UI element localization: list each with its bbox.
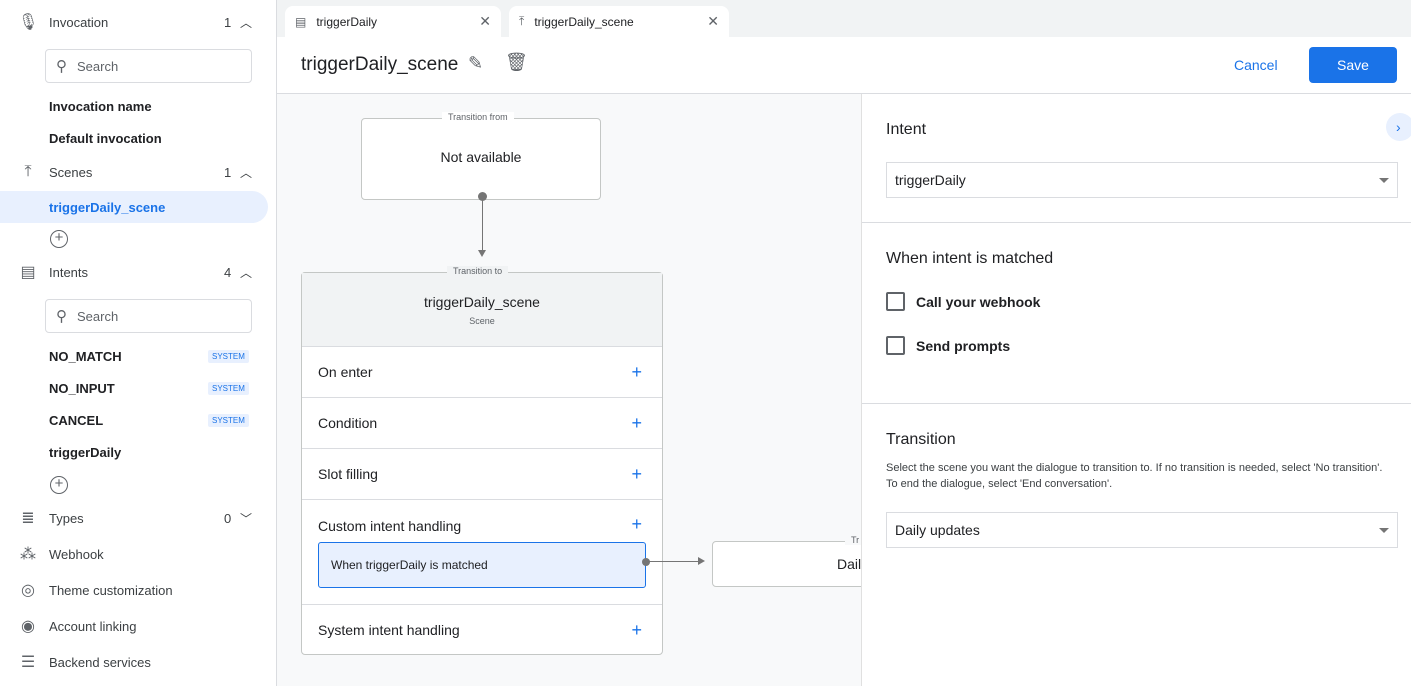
intent-panel: › Intent triggerDaily When intent is mat…	[861, 94, 1411, 686]
transition-select[interactable]: Daily updates	[886, 512, 1398, 548]
header: triggerDaily_scene ✎ 🗑 Cancel Save	[277, 37, 1411, 94]
save-button[interactable]: Save	[1309, 47, 1397, 83]
edit-icon[interactable]: ✎	[468, 53, 484, 73]
connector-dot	[642, 558, 650, 566]
intent-handler-card[interactable]: When triggerDaily is matched	[318, 542, 646, 588]
intents-search-input[interactable]: ⚲Search	[45, 299, 252, 333]
add-icon[interactable]: +	[631, 361, 642, 382]
chevron-right-icon[interactable]: ›	[1386, 113, 1411, 141]
sidebar-item-no-input[interactable]: NO_INPUT	[49, 381, 115, 396]
merge-icon: ⤒	[24, 163, 32, 180]
condition-row[interactable]: Condition+	[302, 397, 662, 448]
search-icon: ⚲	[56, 308, 67, 325]
transition-target-node[interactable]: Tr Dail	[712, 535, 861, 587]
tab-bar: ▤triggerDaily✕ ⤒triggerDaily_scene✕	[277, 0, 1411, 37]
page-title: triggerDaily_scene	[301, 54, 459, 75]
close-icon[interactable]: ✕	[707, 13, 719, 29]
close-icon[interactable]: ✕	[479, 13, 491, 29]
system-badge: SYSTEM	[208, 382, 249, 395]
search-icon: ⚲	[56, 58, 67, 75]
sidebar-item-no-match[interactable]: NO_MATCH	[49, 349, 122, 364]
scene-icon: ⤒	[519, 14, 525, 28]
intent-select[interactable]: triggerDaily	[886, 162, 1398, 198]
sidebar-item-cancel[interactable]: CANCEL	[49, 413, 104, 428]
scene-node: Transition to triggerDaily_scene Scene O…	[301, 266, 663, 655]
on-enter-row[interactable]: On enter+	[302, 346, 662, 397]
scene-canvas: Transition from Not available Transition…	[277, 94, 861, 686]
connector-line	[649, 561, 701, 562]
cancel-button[interactable]: Cancel	[1234, 57, 1278, 73]
sidebar-item-account-linking[interactable]: ◉Account linking	[0, 608, 276, 644]
system-badge: SYSTEM	[208, 414, 249, 427]
sidebar-item-theme[interactable]: ◎Theme customization	[0, 572, 276, 608]
connector-line	[482, 200, 483, 254]
slot-filling-row[interactable]: Slot filling+	[302, 448, 662, 499]
custom-intent-row[interactable]: Custom intent handling+ When triggerDail…	[302, 499, 662, 604]
system-intent-row[interactable]: System intent handling+	[302, 604, 662, 655]
sidebar-item-triggerDaily-scene[interactable]: triggerDaily_scene	[0, 191, 268, 223]
add-intent-icon[interactable]: +	[50, 476, 68, 494]
palette-icon: ◎	[21, 582, 35, 599]
invocation-search-input[interactable]: ⚲Search	[45, 49, 252, 83]
backend-settings-icon: ☰	[20, 654, 36, 671]
arrow-icon	[478, 250, 486, 257]
chevron-up-icon[interactable]: ︿	[240, 165, 253, 180]
webhook-icon: ⁂	[20, 546, 36, 563]
account-icon: ◉	[21, 618, 35, 635]
add-scene-icon[interactable]: +	[50, 230, 68, 248]
tab-triggerDaily[interactable]: ▤triggerDaily✕	[285, 6, 501, 37]
sidebar-item-default-invocation[interactable]: Default invocation	[49, 131, 162, 146]
intent-icon: ▤	[295, 14, 307, 29]
connector-dot	[478, 192, 487, 201]
chevron-down-icon[interactable]: ﹀	[240, 511, 253, 526]
mic-icon: 🎙	[18, 14, 39, 31]
add-icon[interactable]: +	[631, 463, 642, 484]
sidebar-item-backend[interactable]: ☰Backend services	[0, 644, 276, 680]
divider	[862, 403, 1411, 404]
add-icon[interactable]: +	[631, 412, 642, 433]
send-prompts-checkbox[interactable]: Send prompts	[886, 336, 1010, 355]
system-badge: SYSTEM	[208, 350, 249, 363]
call-webhook-checkbox[interactable]: Call your webhook	[886, 292, 1040, 311]
chevron-up-icon[interactable]: ︿	[240, 265, 253, 280]
list-icon: ▤	[20, 264, 36, 281]
sidebar-item-triggerDaily[interactable]: triggerDaily	[49, 445, 122, 460]
delete-icon[interactable]: 🗑	[505, 52, 528, 72]
sidebar-item-webhook[interactable]: ⁂Webhook	[20, 546, 104, 563]
sidebar-item-invocation-name[interactable]: Invocation name	[49, 99, 152, 114]
dropdown-arrow-icon	[1379, 527, 1389, 533]
scene-title: triggerDaily_scene	[424, 294, 540, 310]
types-icon: ≣	[21, 510, 35, 527]
transition-description: Select the scene you want the dialogue t…	[886, 462, 1383, 490]
add-icon[interactable]: +	[631, 514, 642, 534]
chevron-up-icon[interactable]: ︿	[240, 15, 253, 30]
dropdown-arrow-icon	[1379, 177, 1389, 183]
arrow-icon	[698, 557, 705, 565]
divider	[862, 222, 1411, 223]
transition-from-node: Transition from Not available	[361, 112, 601, 200]
tab-triggerDaily-scene[interactable]: ⤒triggerDaily_scene✕	[509, 6, 729, 37]
add-icon[interactable]: +	[631, 619, 642, 640]
